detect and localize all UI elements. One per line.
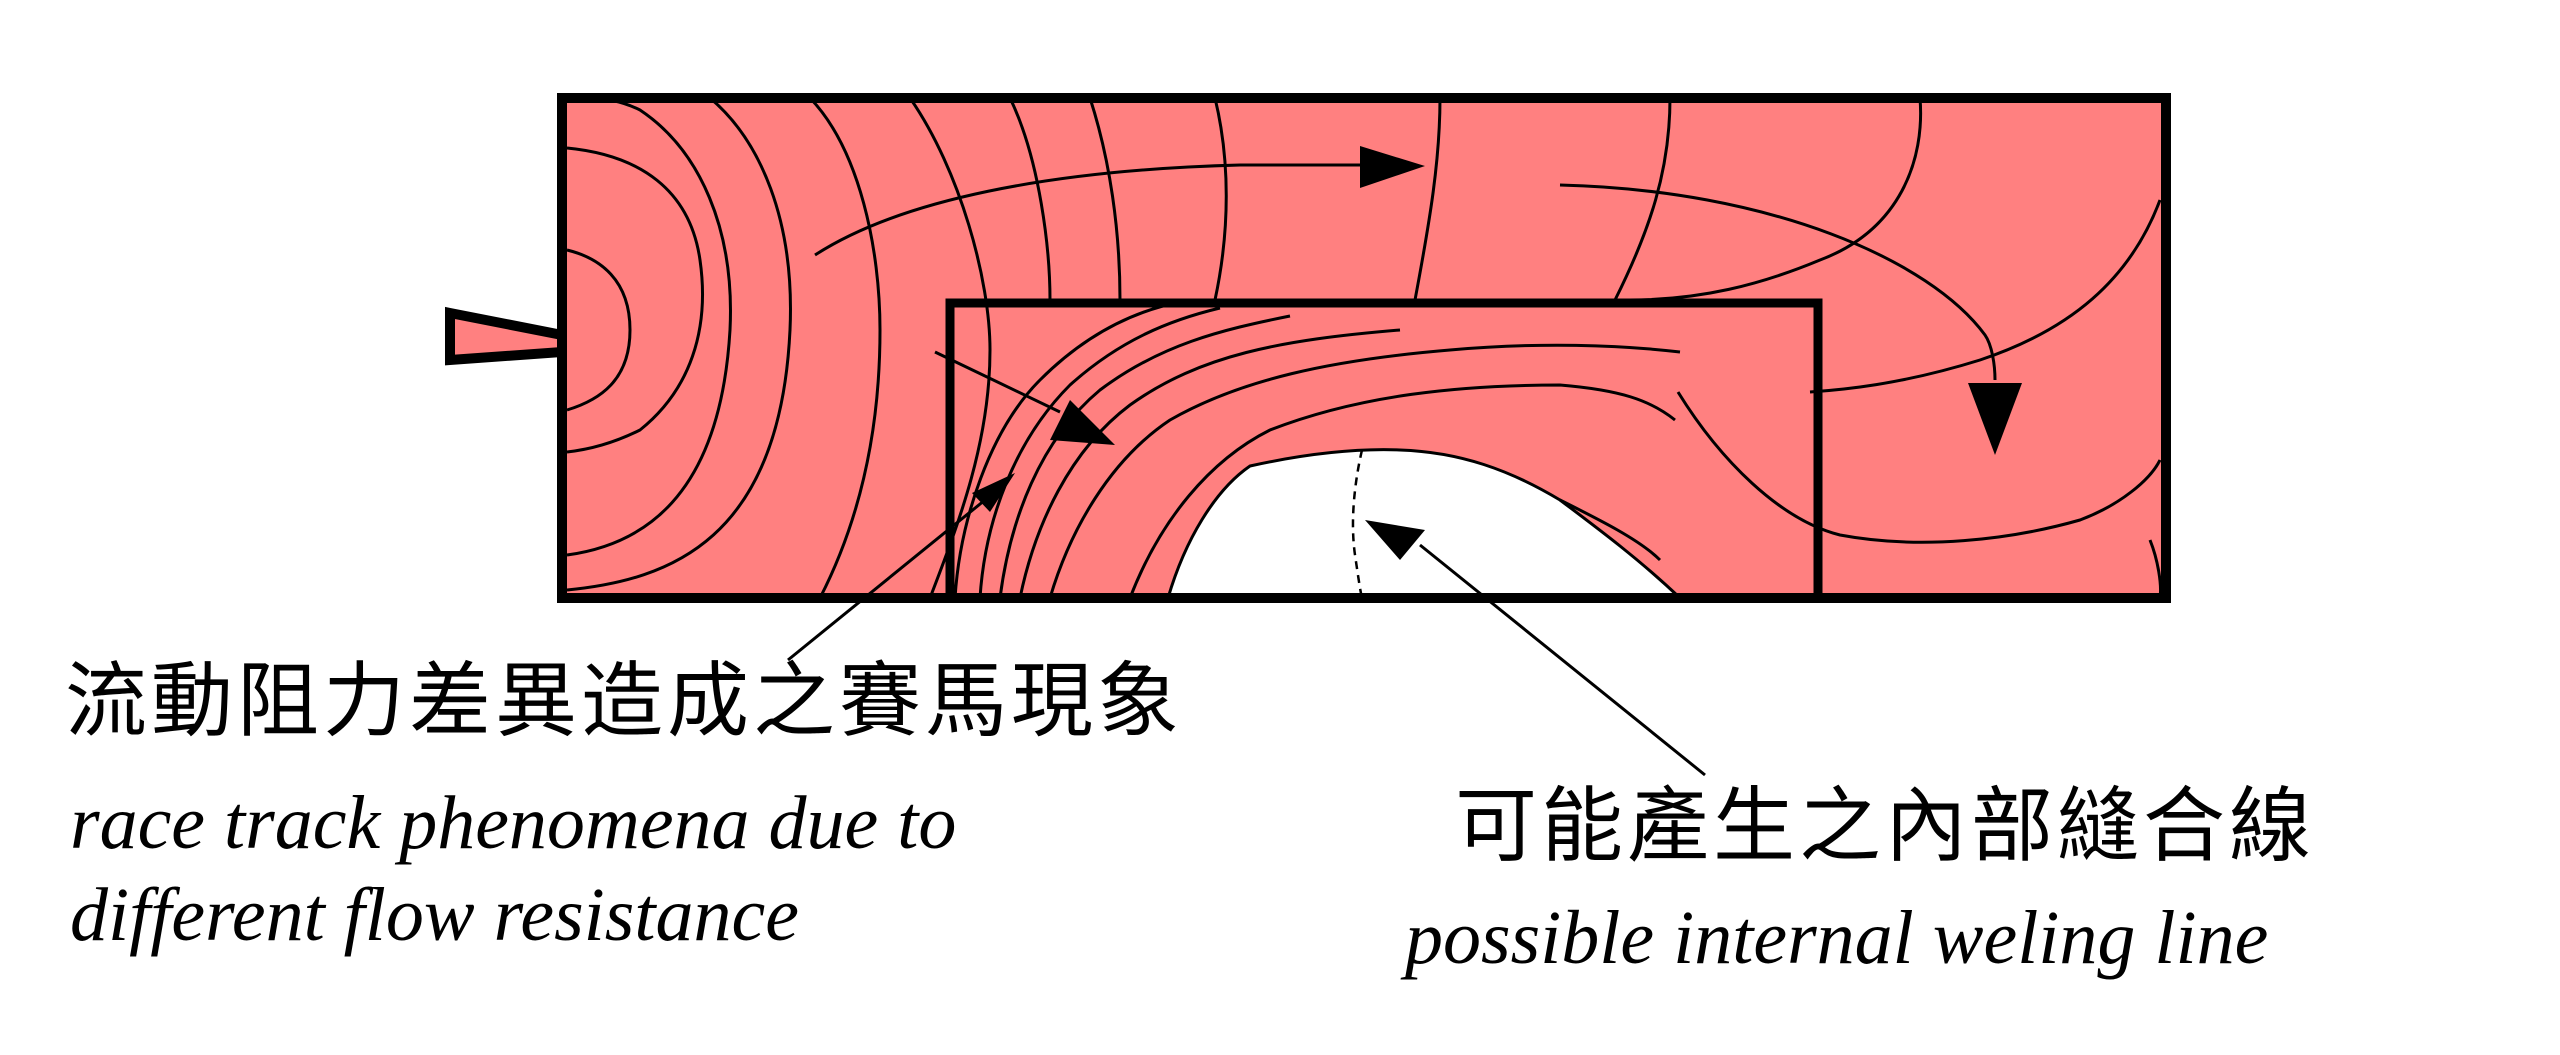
arrowhead-inner [1050, 400, 1115, 445]
race-track-leader-line [787, 498, 986, 662]
flow-arrow-upper [814, 163, 1370, 257]
flow-arrow-right [1559, 183, 1997, 381]
arrowhead-upper [1360, 146, 1425, 188]
race-track-leader-arrowhead [972, 473, 1015, 512]
weld-line-label-en: possible internal weling line [1405, 896, 2269, 980]
race-track-label-en-line2: different flow resistance [70, 873, 799, 957]
race-track-label-zh: 流動阻力差異造成之賽馬現象 [65, 654, 1184, 749]
weld-line-leader-line [1419, 543, 1706, 777]
arrowhead-right [1968, 383, 2022, 455]
flow-arrow-inner [934, 350, 1061, 414]
injection-gate [445, 306, 567, 366]
unfilled-void-region [1168, 449, 1680, 598]
inner-region-contours [953, 300, 1682, 600]
race-track-label-en-line1: race track phenomena due to [70, 781, 957, 865]
mold-cavity-outline [557, 93, 2171, 603]
weld-line [1351, 449, 1364, 599]
weld-line-leader-arrowhead [1365, 520, 1425, 560]
weld-line-label-zh: 可能產生之內部縫合線 [1455, 779, 2316, 874]
